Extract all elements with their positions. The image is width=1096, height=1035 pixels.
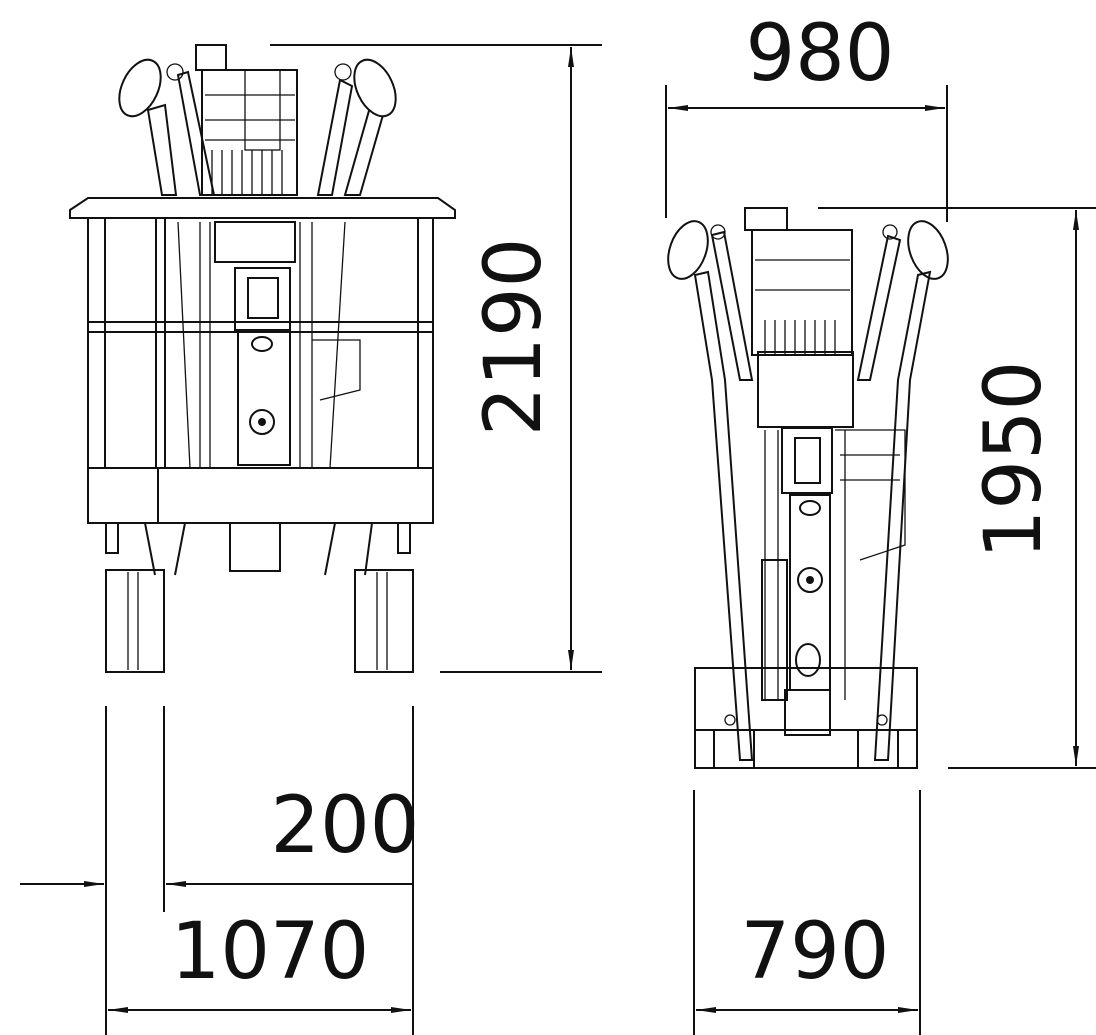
side-view bbox=[667, 207, 949, 769]
front-platform bbox=[69, 197, 456, 524]
front-view bbox=[69, 44, 456, 673]
side-arms bbox=[667, 220, 949, 761]
dim-label-side-length: 980 bbox=[746, 9, 895, 99]
front-arms bbox=[118, 58, 397, 196]
front-motor bbox=[195, 44, 298, 196]
dim-label-wheel-offset: 200 bbox=[271, 781, 420, 871]
dim-label-front-width: 1070 bbox=[171, 907, 370, 997]
side-mast bbox=[757, 351, 906, 701]
side-base bbox=[694, 667, 918, 769]
dim-label-side-height: 1950 bbox=[969, 361, 1059, 560]
dim-label-side-width: 790 bbox=[741, 907, 890, 997]
front-mast bbox=[177, 221, 361, 469]
dimension-lines bbox=[20, 44, 1096, 1035]
side-motor bbox=[744, 207, 853, 356]
dim-label-front-height: 2190 bbox=[469, 238, 559, 437]
front-chassis bbox=[105, 522, 414, 673]
